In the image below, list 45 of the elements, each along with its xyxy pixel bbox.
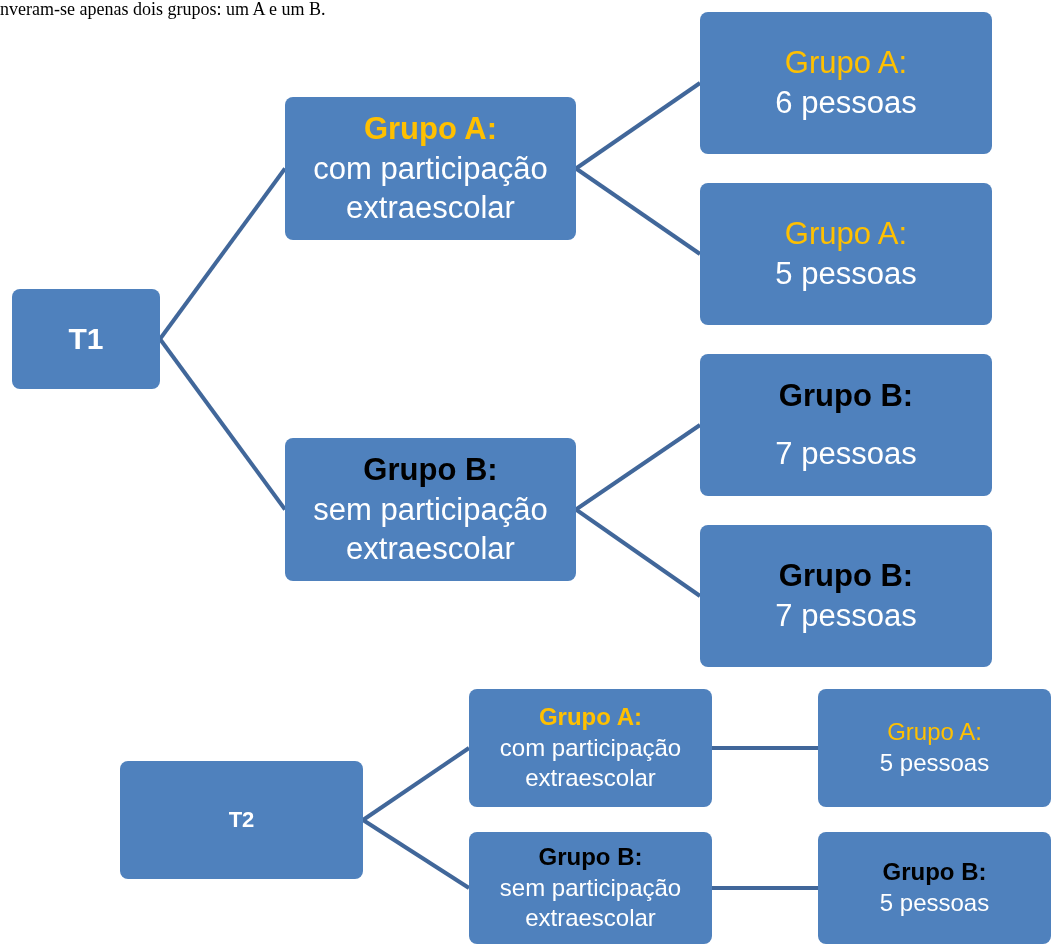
group-description: sem participação extraescolar (312, 490, 549, 569)
process-box (818, 832, 1051, 944)
connector-line (574, 423, 702, 512)
group-description: com participação extraescolar (498, 732, 683, 794)
caption-text: nveram-se apenas dois grupos: um A e um B. (0, 0, 326, 20)
process-box (285, 438, 576, 581)
box-title: T2 (228, 805, 255, 834)
group-heading: Grupo A: (538, 701, 643, 732)
connector-line (712, 886, 818, 890)
connector-line (158, 337, 287, 511)
connector-line (712, 746, 818, 750)
group-description: 7 pessoas (775, 597, 917, 635)
process-box (700, 525, 992, 667)
group-heading: Grupo B: (778, 377, 914, 416)
connector-line (574, 166, 702, 256)
process-box (12, 289, 160, 389)
process-box (285, 97, 576, 240)
group-heading: Grupo A: (363, 110, 498, 148)
process-box (700, 183, 992, 325)
process-box (469, 689, 712, 807)
process-box (700, 354, 992, 496)
box-title: T1 (68, 320, 104, 357)
group-heading: Grupo B: (363, 451, 498, 489)
process-box (120, 761, 363, 879)
group-heading: Grupo B: (778, 557, 914, 596)
group-description: 5 pessoas (879, 888, 990, 918)
connector-line (361, 818, 471, 890)
process-box (700, 12, 992, 154)
process-box (469, 832, 712, 944)
group-description: 5 pessoas (775, 255, 917, 293)
group-description: sem participação extraescolar (498, 872, 683, 934)
group-heading: Grupo A: (784, 215, 908, 254)
process-box (818, 689, 1051, 807)
connector-line (361, 746, 471, 822)
connector-line (158, 167, 287, 341)
group-description: 7 pessoas (775, 435, 917, 473)
group-heading: Grupo B: (882, 857, 987, 888)
group-description: 6 pessoas (775, 84, 917, 122)
group-description: com participação extraescolar (312, 149, 549, 228)
group-heading: Grupo A: (784, 44, 908, 83)
connector-line (574, 81, 702, 171)
group-heading: Grupo B: (538, 841, 643, 872)
group-description: 5 pessoas (879, 748, 990, 778)
connector-line (574, 507, 702, 598)
group-heading: Grupo A: (887, 717, 982, 748)
